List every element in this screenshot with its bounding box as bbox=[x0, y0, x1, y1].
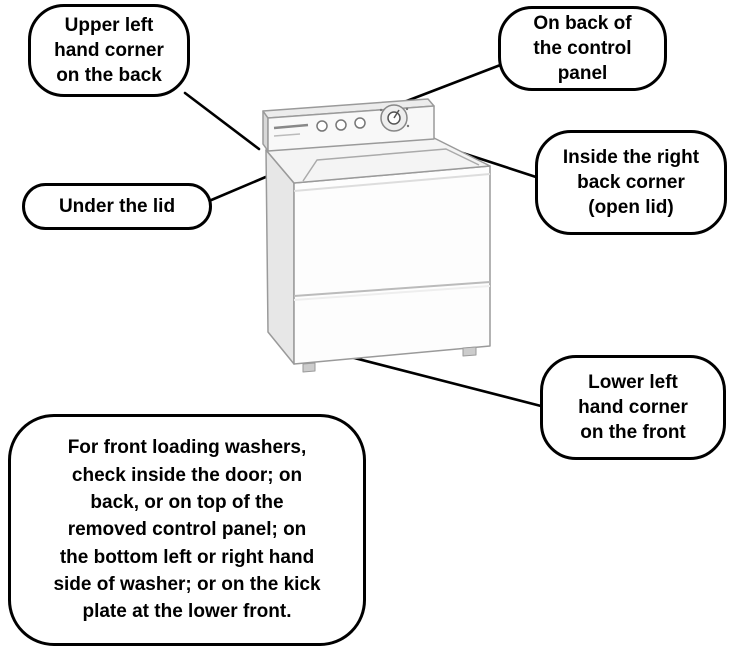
washer-control-panel bbox=[262, 98, 435, 152]
callout-on-back-control-panel-text: On back of the control panel bbox=[533, 12, 632, 85]
callout-inside-right-back-text: Inside the right back corner (open lid) bbox=[562, 146, 700, 219]
washer-left-side bbox=[265, 149, 295, 365]
dial-tick-1 bbox=[379, 108, 383, 112]
callout-lower-left-front: Lower left hand corner on the front bbox=[540, 355, 726, 460]
control-panel-label-text bbox=[273, 133, 301, 137]
callout-inside-right-back: Inside the right back corner (open lid) bbox=[535, 130, 727, 235]
control-knob-2 bbox=[335, 119, 347, 131]
callout-front-loading-note-text: For front loading washers, check inside … bbox=[53, 437, 321, 623]
callout-under-the-lid: Under the lid bbox=[22, 183, 212, 230]
callout-lower-left-front-text: Lower left hand corner on the front bbox=[578, 371, 688, 444]
washer-lid-seam bbox=[302, 148, 480, 182]
washer-body bbox=[265, 137, 491, 373]
dial-tick-2 bbox=[405, 107, 409, 111]
washer-kick-plate-seam-shadow bbox=[293, 285, 491, 301]
connector-line-lower-left-front bbox=[329, 350, 543, 408]
connector-line-upper-left-back bbox=[183, 91, 261, 151]
washer-front-panel bbox=[293, 165, 491, 365]
control-knob-1 bbox=[316, 120, 328, 132]
washer-lid-front-shadow bbox=[293, 173, 491, 192]
callout-on-back-control-panel: On back of the control panel bbox=[498, 6, 667, 91]
callout-under-the-lid-text: Under the lid bbox=[58, 195, 176, 217]
control-knob-3 bbox=[354, 117, 366, 129]
washer-kick-plate-seam bbox=[293, 281, 491, 297]
control-panel-brand-text bbox=[273, 123, 309, 130]
timer-dial-pointer bbox=[393, 109, 400, 119]
callout-front-loading-note: For front loading washers, check inside … bbox=[8, 414, 366, 646]
dial-tick-3 bbox=[406, 124, 410, 128]
washer-foot-left bbox=[302, 362, 316, 373]
callout-upper-left-back: Upper left hand corner on the back bbox=[28, 4, 190, 97]
washer-foot-right bbox=[462, 346, 477, 357]
callout-upper-left-back-text: Upper left hand corner on the back bbox=[54, 14, 164, 87]
